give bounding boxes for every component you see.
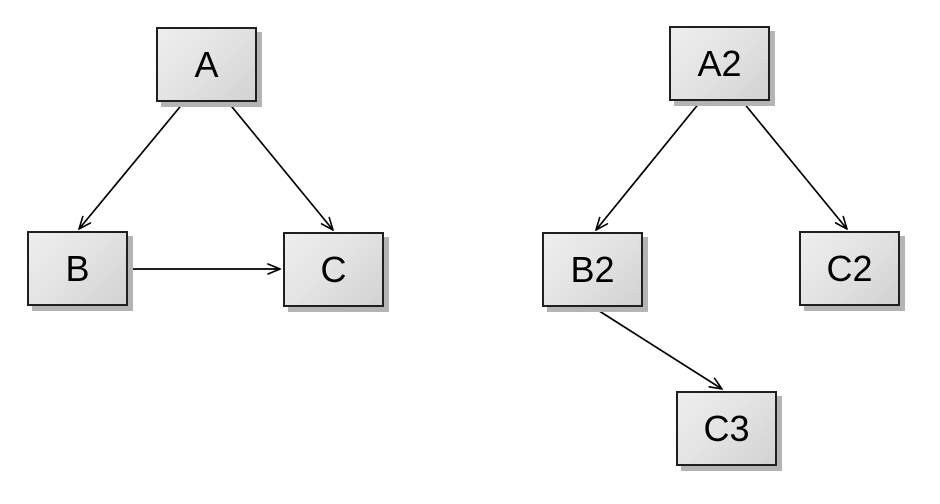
node-A-label: A — [194, 43, 219, 85]
node-A2-label: A2 — [697, 42, 742, 84]
edge-B2-C3 — [592, 306, 722, 389]
node-B2: B2 — [542, 232, 643, 307]
node-C: C — [283, 232, 384, 307]
node-C2: C2 — [799, 231, 900, 306]
edge-A2-C2 — [742, 101, 847, 229]
edge-A-B — [79, 101, 185, 229]
edge-A2-B2 — [596, 101, 701, 230]
edge-A-C — [227, 101, 333, 230]
node-C-label: C — [320, 248, 347, 290]
node-C2-label: C2 — [826, 247, 873, 289]
node-B: B — [27, 231, 128, 306]
node-C3: C3 — [676, 391, 777, 466]
node-B-label: B — [65, 247, 90, 289]
node-A2: A2 — [669, 26, 770, 101]
node-C3-label: C3 — [703, 407, 750, 449]
node-B2-label: B2 — [570, 248, 615, 290]
node-A: A — [156, 27, 257, 102]
